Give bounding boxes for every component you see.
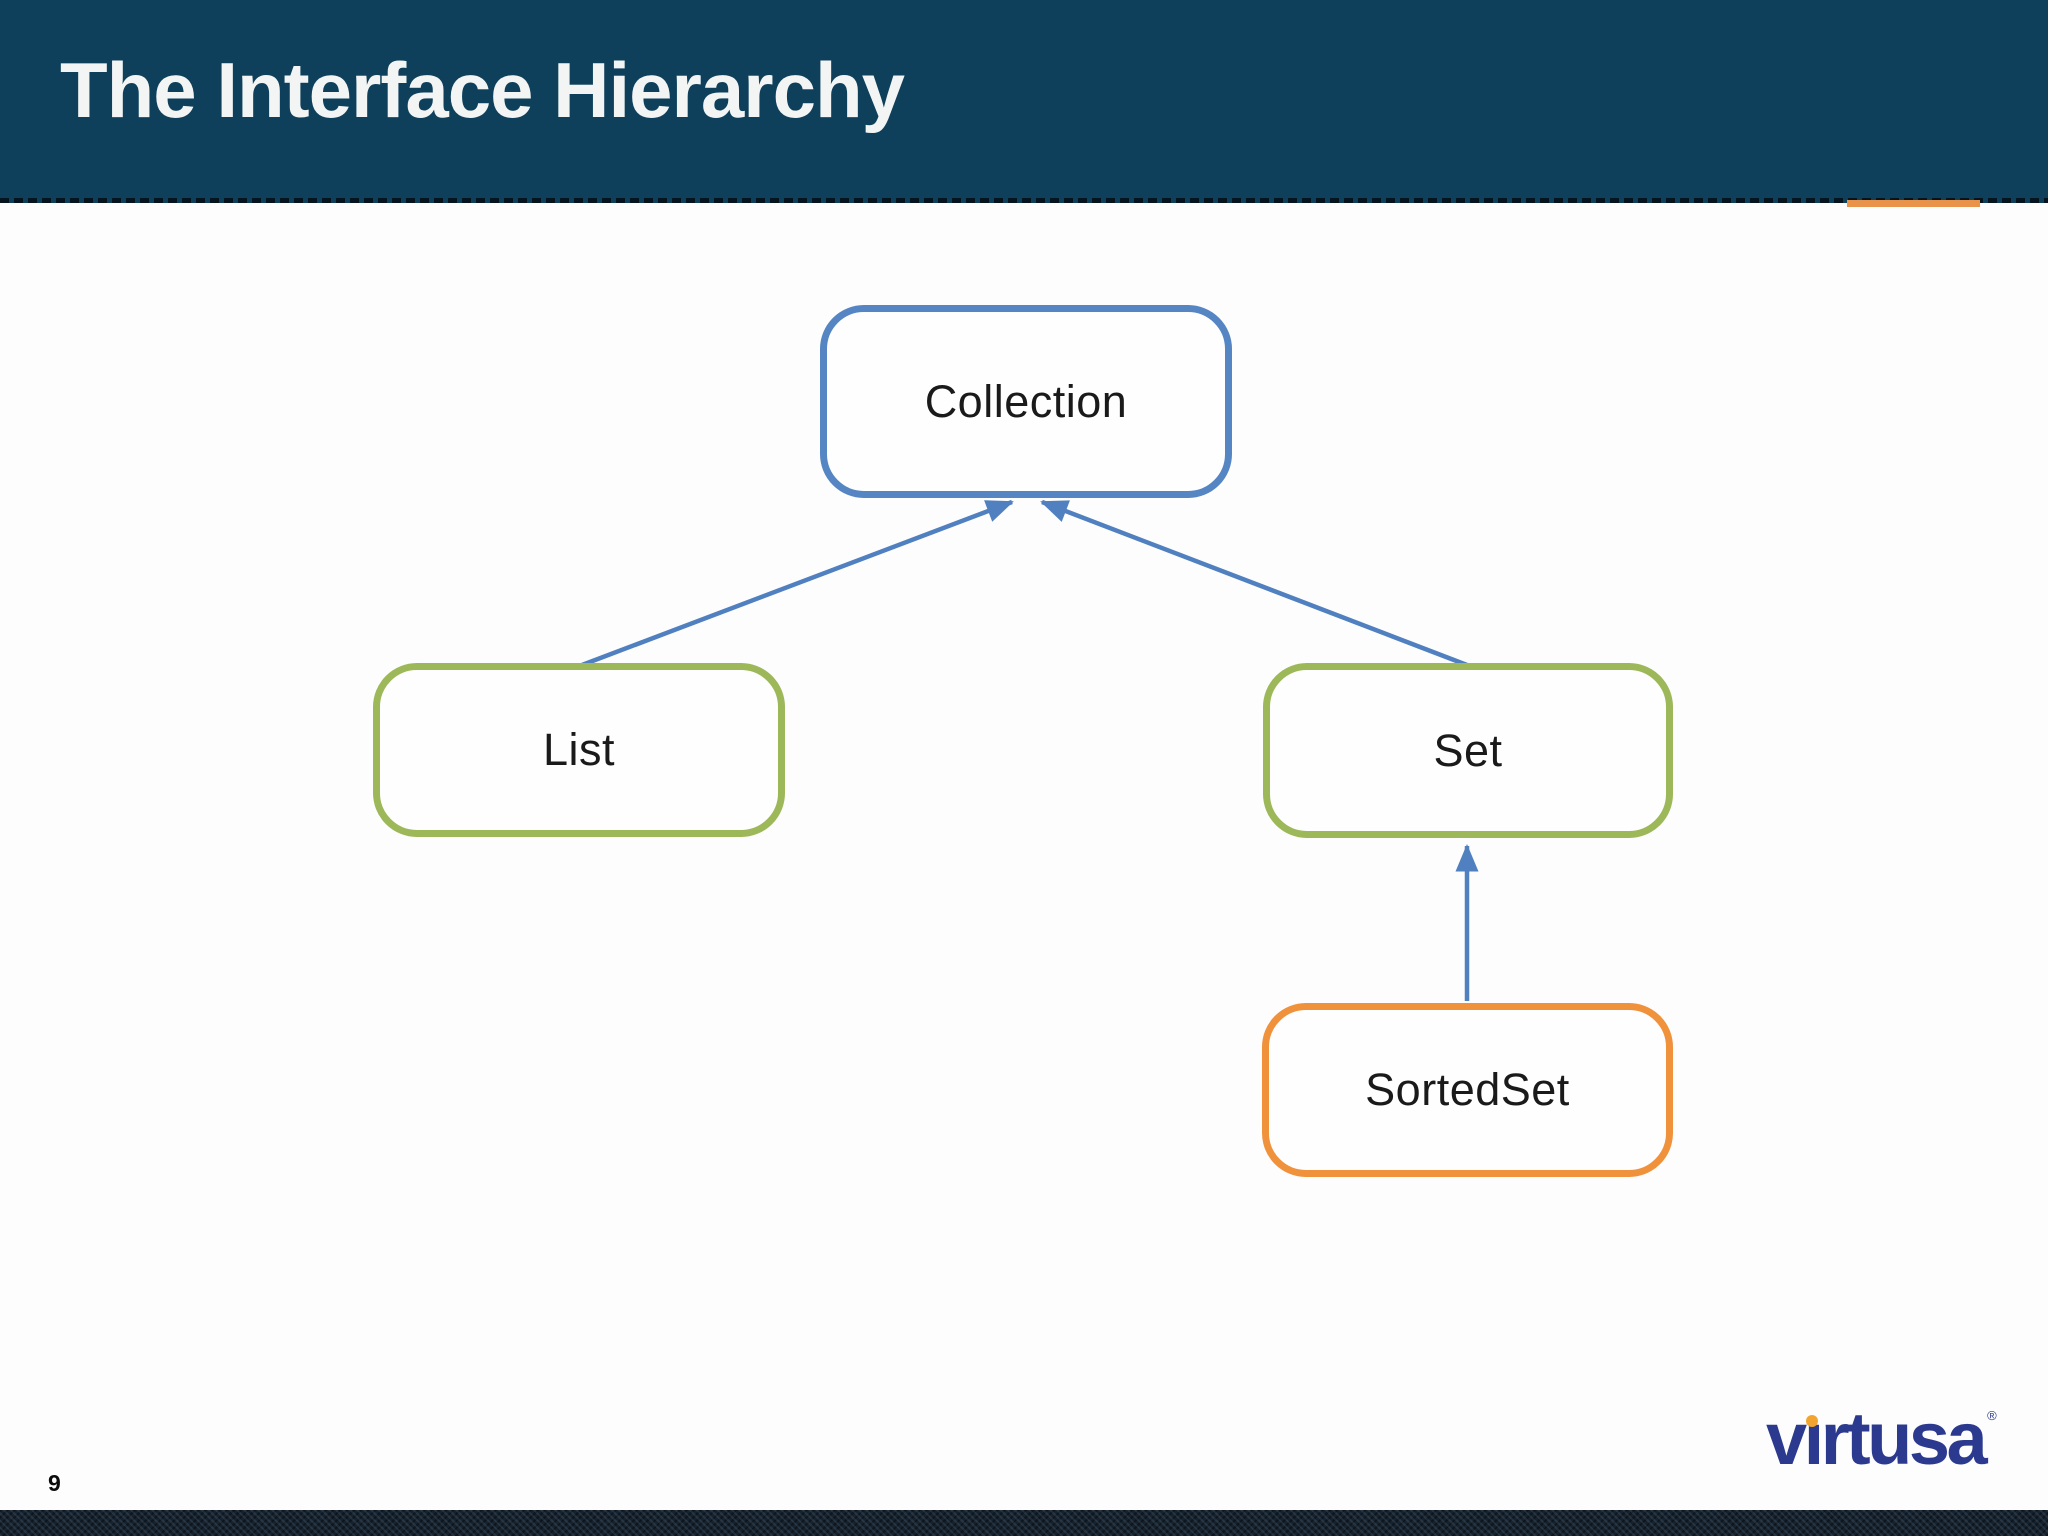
header-accent-bar <box>1847 200 1980 207</box>
logo-i-stem: ı <box>1803 1397 1825 1480</box>
node-sortedset: SortedSet <box>1262 1003 1673 1177</box>
node-label-collection: Collection <box>924 375 1128 427</box>
logo-letters-after-i: rtusa <box>1820 1397 1988 1480</box>
edge-list-to-collection <box>581 499 1014 668</box>
node-label-list: List <box>542 724 616 775</box>
node-label-sortedset: SortedSet <box>1365 1064 1570 1115</box>
node-collection: Collection <box>820 305 1232 498</box>
bottom-texture-bar <box>0 1510 2048 1536</box>
edge-set-to-collection <box>1040 499 1468 668</box>
logo-trademark: ® <box>1987 1408 1997 1423</box>
node-set: Set <box>1263 663 1673 838</box>
slide-title: The Interface Hierarchy <box>60 46 905 134</box>
logo-i-dot-icon <box>1806 1415 1819 1427</box>
page-number: 9 <box>48 1470 61 1496</box>
logo-letter-i: ı <box>1804 1402 1825 1476</box>
logo-letters-before-i: v <box>1766 1397 1807 1480</box>
slide-header: The Interface Hierarchy <box>0 0 2048 203</box>
node-list: List <box>373 663 785 837</box>
node-label-set: Set <box>1433 724 1503 776</box>
header-dashed-divider <box>0 198 2048 203</box>
